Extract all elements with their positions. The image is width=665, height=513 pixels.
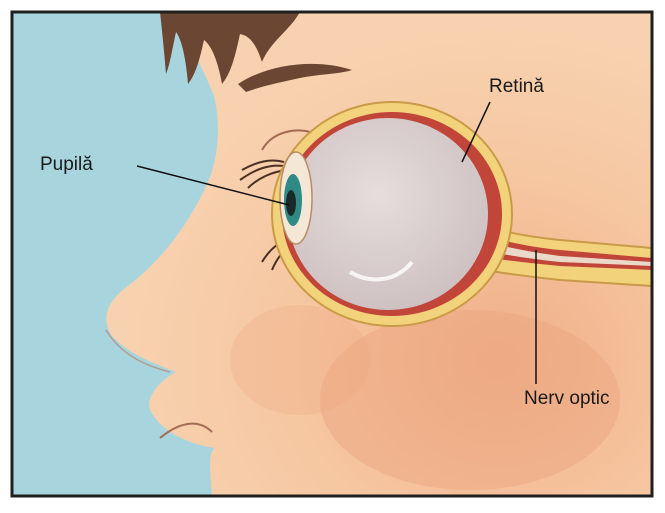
pupil [286,190,296,216]
label-pupil: Pupilă [40,154,93,176]
label-optic-nerve: Nerv optic [524,388,610,410]
eyeball-interior [288,118,488,310]
label-retina: Retină [489,76,544,98]
cheek-blush [230,305,370,415]
